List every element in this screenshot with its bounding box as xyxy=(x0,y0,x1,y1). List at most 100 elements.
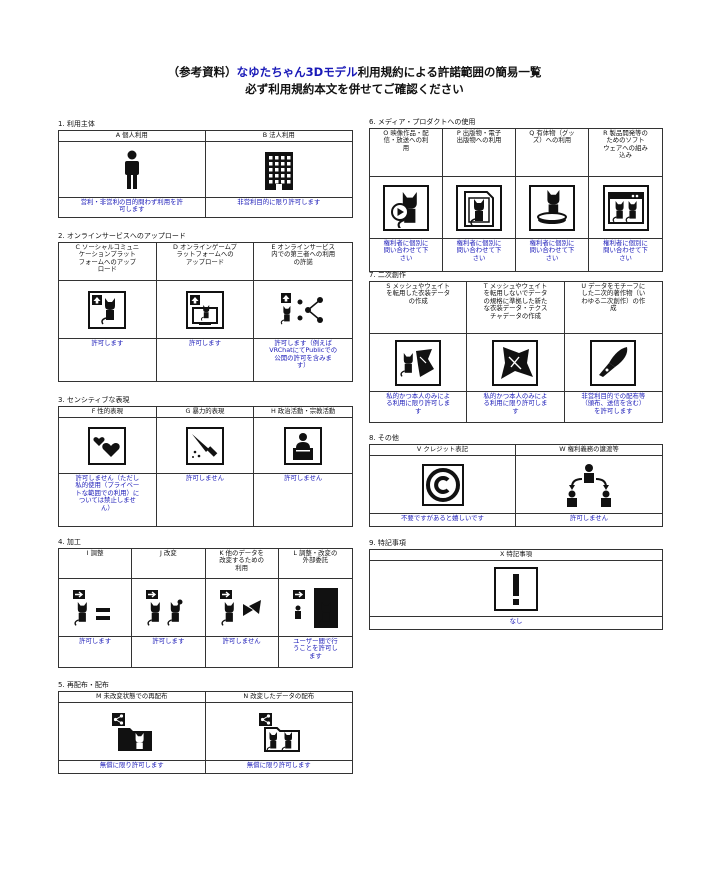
upload-cat-icon xyxy=(59,281,156,339)
permission-item-result: 無償に限り許可します xyxy=(99,761,164,769)
permission-table: F 性的表現許可しません（ただし 私的使用（プライベー トな範囲での利用）に つ… xyxy=(58,406,353,527)
section-title: 5. 再配布・配布 xyxy=(58,681,109,689)
knife-icon xyxy=(156,418,254,474)
permission-item-result: 許可しません xyxy=(185,474,225,482)
permission-item-header: I 調整 xyxy=(59,549,132,579)
permission-item-result: 不要ですがあると嬉しいです xyxy=(401,514,484,522)
section-title: 1. 利用主体 xyxy=(58,120,95,128)
permission-item-header: R 製品開発等の ためのソフト ウェアへの組み 込み xyxy=(589,129,662,177)
permission-item: A 個人利用営利・非営利の目的問わず利用を許 可します xyxy=(59,131,206,217)
permission-item-header: D オンラインゲームプ ラットフォームへの アップロード xyxy=(156,243,254,281)
permission-item: O 映像作品・配 信・放送への利 用権利者に個別に 問い合わせて下 さい xyxy=(370,129,443,271)
permission-item: P 出版物・電子 出版物への利用権利者に個別に 問い合わせて下 さい xyxy=(443,129,516,271)
title-line-1: （参考資料）なゆたちゃん3Dモデル利用規約による許諾範囲の簡易一覧 xyxy=(0,64,709,81)
permission-item-result: 権利者に個別に 問い合わせて下 さい xyxy=(456,239,502,262)
software-window-icon xyxy=(589,177,662,239)
permission-item-header: M 未改変状態での再配布 xyxy=(59,692,205,703)
copyright-icon xyxy=(370,456,515,514)
permission-item-result: 許可します xyxy=(152,637,185,645)
permission-item-result: 非営利目的に限り許可します xyxy=(237,198,321,206)
permission-table: M 未改変状態での再配布無償に限り許可します N 改変したデータの配布無償に限り許… xyxy=(58,691,353,774)
permission-table: C ソーシャルコミュニ ケーションプラット フォームへのアップ ロード許可します… xyxy=(58,242,353,382)
section-sensitive-expression: 3. センシティブな表現 F 性的表現許可しません（ただし 私的使用（プライベー … xyxy=(58,396,353,527)
permission-item-result: 営利・非営利の目的問わず利用を許 可します xyxy=(80,198,183,214)
permission-item-result: 権利者に個別に 問い合わせて下 さい xyxy=(529,239,575,262)
permission-item-result: 許可します xyxy=(189,339,221,347)
permission-item: S メッシュやウェイト を転用した衣装データ の作成私的かつ本人のみによ る利用… xyxy=(370,282,468,422)
permission-item-header: X 特記事項 xyxy=(370,550,662,561)
permission-item: K 他のデータを 改変するための 利用許可しません xyxy=(205,549,279,667)
permission-item-result: なし xyxy=(509,617,523,625)
permission-table: X 特記事項なし xyxy=(369,549,663,630)
section-redistribution: 5. 再配布・配布 M 未改変状態での再配布無償に限り許可します N 改変したデータ… xyxy=(58,681,353,774)
permission-item-result: 許可しません xyxy=(222,637,261,645)
permission-item-header: K 他のデータを 改変するための 利用 xyxy=(205,549,278,579)
permission-item-result: 許可しません xyxy=(284,474,323,482)
section-title: 6. メディア・プロダクトへの使用 xyxy=(369,118,476,126)
section-title: 8. その他 xyxy=(369,434,399,442)
permission-item: V クレジット表記不要ですがあると嬉しいです xyxy=(370,445,516,526)
permission-item-result: 権利者に個別に 問い合わせて下 さい xyxy=(603,239,648,262)
permission-item-result: 権利者に個別に 問い合わせて下 さい xyxy=(383,239,429,262)
permission-item-header: B 法人利用 xyxy=(205,131,352,142)
upload-monitor-cat-icon xyxy=(156,281,254,339)
permission-item: G 暴力的表現許可しません xyxy=(156,407,255,526)
section-title: 4. 加工 xyxy=(58,538,81,546)
permission-item-header: W 権利義務の譲渡等 xyxy=(516,445,662,456)
permission-item: J 改変許可します xyxy=(132,549,206,667)
permission-item: B 法人利用非営利目的に限り許可します xyxy=(205,131,352,217)
permission-item: L 調整・改変の 外部委託ユーザー間で行 うことを許可し ます xyxy=(278,549,352,667)
section-media-products: 6. メディア・プロダクトへの使用 O 映像作品・配 信・放送への利 用権利者に個… xyxy=(369,118,663,272)
cat-cloth-icon xyxy=(370,334,467,392)
section-title: 3. センシティブな表現 xyxy=(58,396,130,404)
arrow-equal-icon xyxy=(59,579,132,637)
permission-item: R 製品開発等の ためのソフト ウェアへの組み 込み権利者に個別に 問い合わせて… xyxy=(589,129,662,271)
title-line-2: 必ず利用規約本文を併せてご確認ください xyxy=(245,82,464,96)
permission-item-header: G 暴力的表現 xyxy=(156,407,254,418)
permission-item-result: 許可します（例えば VRChatにてPublicでの 公開の許可を含みま す） xyxy=(269,339,338,370)
title-rest: 利用規約による許諾範囲の簡易一覧 xyxy=(357,65,542,79)
permission-item-header: O 映像作品・配 信・放送への利 用 xyxy=(370,129,442,177)
permission-item: N 改変したデータの配布無償に限り許可します xyxy=(205,692,352,773)
video-icon xyxy=(370,177,442,239)
hearts-icon xyxy=(59,418,156,474)
arrow-variant-icon xyxy=(132,579,205,637)
permission-item-result: 許可します xyxy=(91,339,124,347)
title-prefix: （参考資料） xyxy=(167,65,237,79)
outsource-icon xyxy=(278,579,352,637)
permission-item: C ソーシャルコミュニ ケーションプラット フォームへのアップ ロード許可します xyxy=(59,243,157,381)
permission-item: T メッシュやウェイト を転用しないでデータ の規格に準拠した新た な衣装データ… xyxy=(467,282,565,422)
permission-item-header: L 調整・改変の 外部委託 xyxy=(278,549,352,579)
section-title: 2. オンラインサービスへのアップロード xyxy=(58,232,186,240)
permission-item-header: T メッシュやウェイト を転用しないでデータ の規格に準拠した新た な衣装データ… xyxy=(467,282,564,334)
building-icon xyxy=(205,142,352,198)
permission-item-header: Q 有体物（グッ ズ）への利用 xyxy=(516,129,588,177)
upload-share-icon xyxy=(254,281,352,339)
permission-table: S メッシュやウェイト を転用した衣装データ の作成私的かつ本人のみによ る利用… xyxy=(369,281,663,423)
permission-item: D オンラインゲームプ ラットフォームへの アップロード許可します xyxy=(156,243,255,381)
permission-item-header: S メッシュやウェイト を転用した衣装データ の作成 xyxy=(370,282,467,334)
permission-item-header: F 性的表現 xyxy=(59,407,156,418)
title-accent: なゆたちゃん3Dモデル xyxy=(236,65,358,79)
permission-item-result: 許可しません（ただし 私的使用（プライベー トな範囲での利用）に ついては禁止し… xyxy=(75,474,140,512)
permission-item-header: V クレジット表記 xyxy=(370,445,515,456)
permission-item-header: P 出版物・電子 出版物への利用 xyxy=(443,129,515,177)
permission-item-result: 私的かつ本人のみによ る利用に限り許可しま す xyxy=(483,392,548,415)
person-icon xyxy=(59,142,205,198)
permission-item-header: C ソーシャルコミュニ ケーションプラット フォームへのアップ ロード xyxy=(59,243,156,281)
permission-item-header: J 改変 xyxy=(132,549,205,579)
permission-item: U データをモチーフに した二次的著作物（い わゆる二次創作）の作 成非営利目的… xyxy=(564,282,662,422)
permission-item: E オンラインサービス 内での第三者への利用 の許諾許可します（例えば VRCh… xyxy=(254,243,352,381)
book-icon xyxy=(443,177,515,239)
permission-item-header: N 改変したデータの配布 xyxy=(205,692,352,703)
permission-item: Q 有体物（グッ ズ）への利用権利者に個別に 問い合わせて下 さい xyxy=(516,129,589,271)
